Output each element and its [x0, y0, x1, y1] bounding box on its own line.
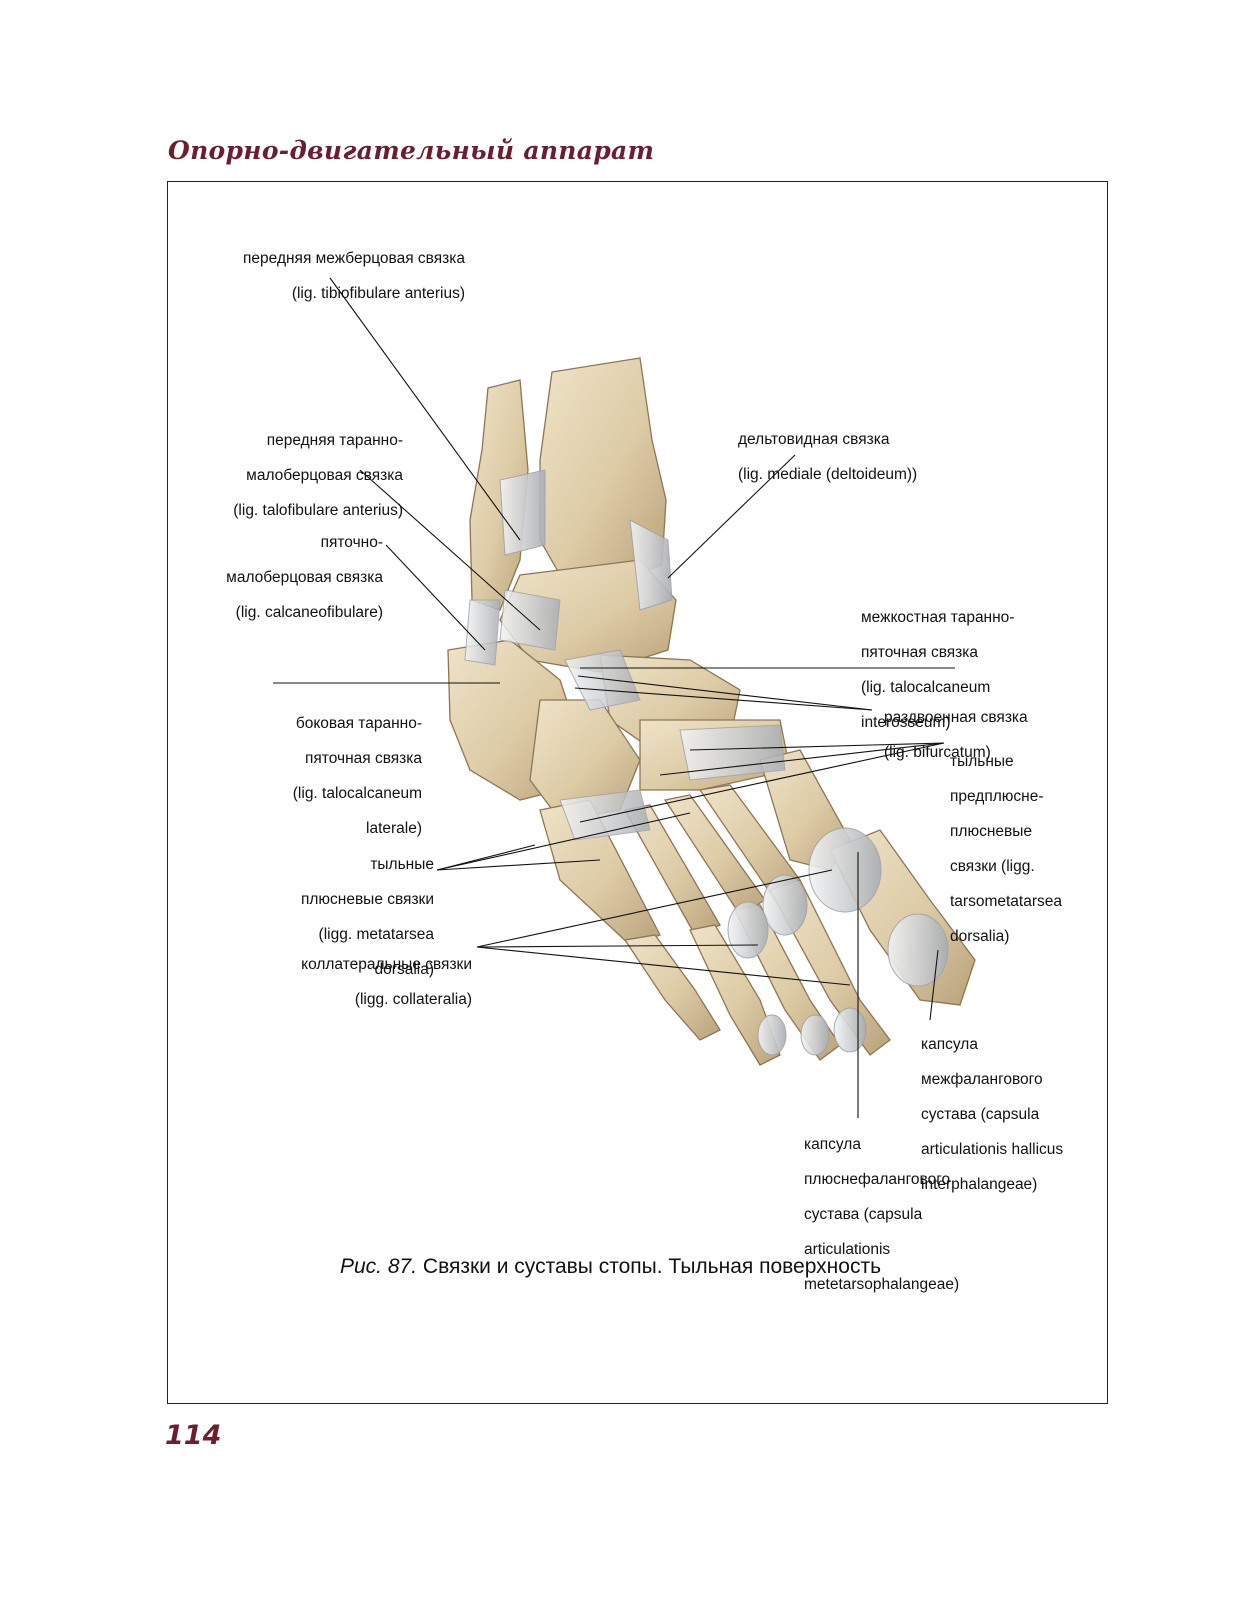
capsule-mtp-3 — [727, 901, 769, 959]
figure-frame — [167, 181, 1108, 1404]
label-tibiofibular: передняя межберцовая связка (lig. tibiof… — [243, 249, 465, 302]
toe-5 — [623, 934, 721, 1041]
ligament-tibiofibular — [499, 469, 546, 556]
leader-tibiofibular — [329, 277, 521, 541]
label-bifurcate: раздвоенная связка (lig. bifurcatum) — [884, 708, 1028, 761]
leader-bifurcate-1 — [577, 675, 873, 711]
leader-bifurcate-2 — [574, 687, 873, 711]
ligament-deltoid — [629, 519, 673, 611]
label-metatarsal-dorsal: тыльные плюсневые связки (ligg. metatars… — [300, 855, 434, 978]
label-interphalangeal-capsule: капсула межфалангового сустава (capsula … — [921, 1035, 1064, 1193]
leader-talofibular — [359, 469, 541, 631]
figure-caption-text: Связки и суставы стопы. Тыльная поверхно… — [422, 1255, 882, 1278]
ligament-calcaneofibular — [464, 599, 501, 666]
leader-lines — [273, 277, 955, 1118]
leader-metatarsal-3 — [436, 844, 536, 871]
label-lateral-talocalcaneal: боковая таранно- пяточная связка (lig. t… — [292, 714, 422, 837]
label-tarsometatarsal-dorsal: тыльные предплюсне- плюсневые связки (li… — [950, 752, 1062, 945]
capsule-mtp-1 — [808, 827, 882, 913]
figure-number: Рис. 87. — [340, 1255, 418, 1278]
label-collateral: коллатеральные связки (ligg. collaterali… — [301, 955, 472, 1008]
leader-ip-capsule — [929, 949, 939, 1021]
leader-deltoid — [667, 454, 796, 579]
capsule-toe-3 — [800, 1014, 830, 1056]
label-metatarsophalangeal-capsule: капсула плюснефалангового сустава (capsu… — [804, 1135, 960, 1293]
label-calcaneofibular: пяточно- малоберцовая связка (lig. calca… — [226, 533, 383, 621]
leader-collateral-1 — [476, 869, 833, 948]
leader-tarsometatarsal-1 — [689, 742, 945, 751]
label-deltoid: дельтовидная связка (lig. mediale (delto… — [738, 430, 918, 483]
label-interosseous-talocalcaneal: межкостная таранно- пяточная связка (lig… — [861, 608, 1015, 731]
label-talofibular: передняя таранно- малоберцовая связка (l… — [233, 431, 403, 519]
toe-4 — [689, 924, 781, 1066]
capsule-ip-hallux — [887, 913, 949, 987]
capsule-toe-2 — [833, 1007, 867, 1053]
figure-caption: Рис. 87. Связки и суставы стопы. Тыльная… — [340, 1255, 1100, 1279]
page-number: 114 — [165, 1420, 222, 1451]
ligament-tarsometatarsal — [679, 724, 786, 781]
leader-calcaneofibular — [385, 544, 486, 651]
capsule-mtp-2 — [762, 874, 808, 936]
leader-collateral-2 — [476, 944, 759, 948]
capsule-toe-4 — [757, 1014, 787, 1056]
leader-metatarsal-2 — [436, 859, 601, 871]
leader-tarsometatarsal-2 — [659, 742, 945, 776]
ligament-talofibular — [499, 589, 561, 651]
running-title: Опорно-двигательный аппарат — [168, 136, 655, 165]
leader-metatarsal-1 — [436, 812, 691, 871]
leader-collateral-3 — [476, 946, 851, 986]
ligament-bifurcate — [564, 649, 641, 711]
leader-tarsometatarsal-3 — [579, 742, 945, 823]
